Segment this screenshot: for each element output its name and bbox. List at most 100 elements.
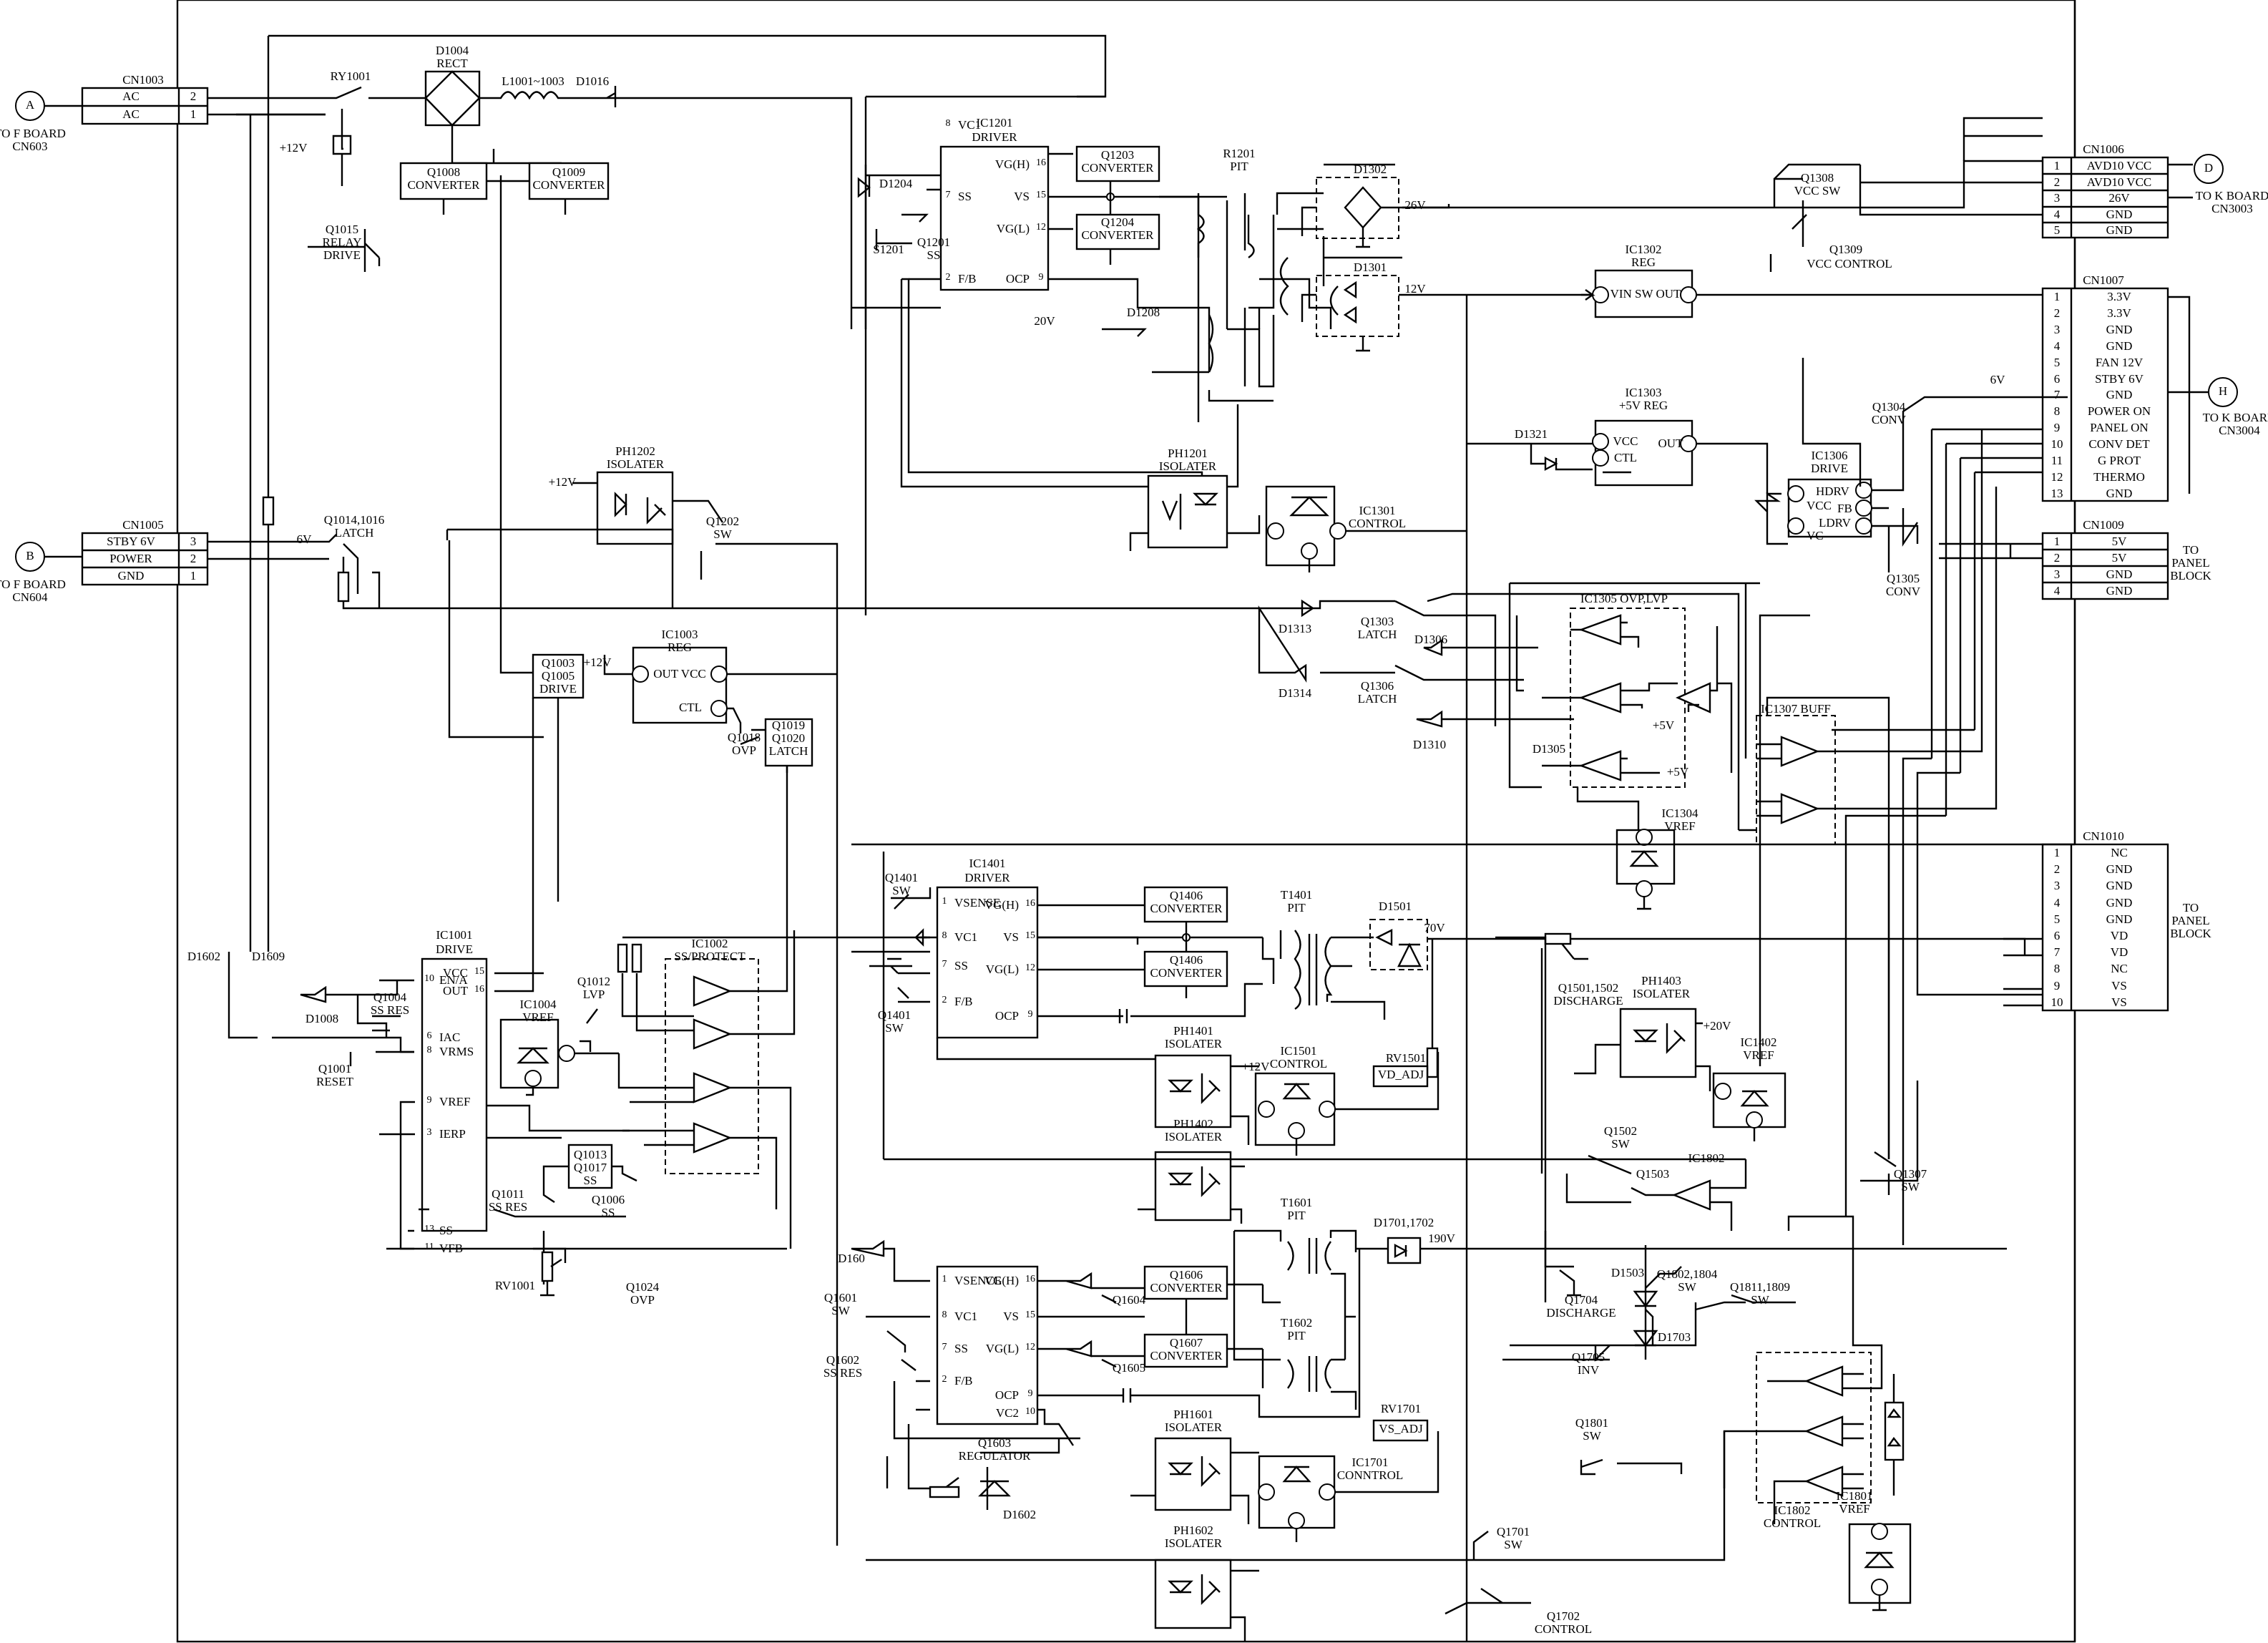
label-q1001-line: Q1001 [318, 1062, 352, 1076]
ic1601-pin-num: 15 [1025, 1310, 1035, 1320]
cn1009-row-a: 4 [2053, 584, 2061, 598]
cn1003-row-a: AC [122, 89, 140, 103]
label-q1006-line: SS [601, 1205, 615, 1219]
ic1201-sub: DRIVER [972, 130, 1017, 144]
cn1010-row-a: 6 [2053, 929, 2061, 942]
cn1006-ref: CN1006 [2083, 142, 2124, 156]
label-q1308-line: VCC SW [1794, 183, 1841, 198]
ic1001-pin-num: 11 [424, 1242, 434, 1252]
ic1401-ref: IC1401 [969, 857, 1006, 870]
ic1401-sub: DRIVER [964, 871, 1010, 884]
ac-input-section [177, 34, 1107, 952]
label-ph1202-line: PH1202 [615, 444, 655, 458]
label-q1705-line: INV [1577, 1362, 1600, 1377]
cn1009-dest-line: BLOCK [2170, 568, 2211, 582]
label-ic1002-line: IC1002 [691, 937, 728, 950]
ic1601-pin-num: 2 [942, 1374, 947, 1385]
connector-cn1006 [2041, 154, 2224, 239]
cn1005-dest-line: CN604 [12, 590, 48, 604]
cn1005-row-b: 3 [190, 535, 197, 548]
cn1003-dest-line: TO F BOARD [0, 127, 66, 140]
label-v20-ph: +20V [1703, 1019, 1731, 1033]
cn1007-row-a: 3 [2053, 322, 2061, 336]
ic1201-pin-name: VS [1014, 190, 1030, 203]
cn1006-row-b: AVD10 VCC [2086, 159, 2152, 172]
cn1010-row-b: GND [2106, 862, 2133, 877]
q1013-q1017-ss [487, 1104, 637, 1203]
interconnect-wires [882, 471, 2043, 1361]
cn1007-row-a: 4 [2053, 338, 2061, 353]
cn1007-row-a: 13 [2051, 486, 2063, 500]
ic1601-pin-name: VSENCE [954, 1274, 1002, 1287]
cn1007-row-a: 1 [2053, 290, 2061, 303]
label-d1701: D1701,1702 [1373, 1216, 1434, 1229]
ic1001-pin-name: VREF [439, 1095, 471, 1108]
ic1001-pin-name: IAC [439, 1030, 461, 1044]
cn1006-row-a: 2 [2053, 175, 2061, 189]
ic1401-pin-num: 2 [942, 995, 947, 1005]
label-q1802-line: Q1802,1804 [1656, 1267, 1718, 1281]
label-q1309: Q1309 [1829, 243, 1863, 256]
label-p5v-b: +5V [1666, 765, 1689, 779]
rv1001 [540, 1251, 562, 1297]
cn1010-row-a: 1 [2053, 846, 2061, 859]
label-ic1301-line: IC1301 [1359, 504, 1396, 517]
label-q1701-line: SW [1504, 1537, 1522, 1551]
label-d1306: D1306 [1414, 633, 1448, 646]
label-q1811-line: Q1811,1809 [1730, 1280, 1790, 1294]
label-q1011-line: SS RES [488, 1199, 528, 1214]
cn1010-row-b: GND [2106, 912, 2133, 926]
cn1007-row-b: STBY 6V [2095, 371, 2144, 386]
ic1307-buff [1739, 429, 1998, 1159]
cn1006-row-b: 26V [2108, 191, 2130, 205]
ic1001-pin-name: SS [439, 1224, 453, 1237]
ic1801-vref [1848, 1523, 1912, 1612]
ic1601-pin-num: 12 [1025, 1342, 1035, 1352]
label-ph1202-line: ISOLATER [606, 457, 665, 471]
label-q1401b-line: Q1401 [877, 1008, 911, 1022]
cn1009-row-b: 5V [2111, 535, 2127, 548]
label-t1602-line: PIT [1287, 1328, 1306, 1342]
label-q1401b-line: SW [885, 1020, 904, 1035]
cn1006-row-a: 3 [2053, 191, 2061, 205]
cn1009-row-b: GND [2106, 567, 2133, 581]
label-ic1801-line: IC1801 [1836, 1489, 1873, 1503]
label-rect-bridge-line: RECT [436, 56, 468, 70]
label-q1503: Q1503 [1636, 1167, 1670, 1181]
ic1401-pin-num: 7 [942, 959, 947, 970]
label-q1012-line: LVP [582, 987, 605, 1001]
label-d1602b: D1602 [1002, 1508, 1037, 1521]
q1502-q1503-ic1802 [1565, 844, 1919, 1231]
label-d1204: D1204 [879, 177, 913, 190]
label-q1701-line: Q1701 [1496, 1525, 1530, 1539]
label-d1008: D1008 [305, 1012, 339, 1025]
label-q1204-line: Q1204 [1100, 215, 1135, 229]
cn1007-row-a: 8 [2053, 404, 2061, 419]
label-ic1501-line: CONTROL [1269, 1056, 1328, 1071]
ic1201-pin-num: 9 [1038, 272, 1044, 283]
label-d1501: D1501 [1378, 899, 1412, 913]
label-ic1802b-line: CONTROL [1763, 1516, 1822, 1530]
label-q1406a-line: CONVERTER [1150, 901, 1223, 915]
cn1010-row-b: NC [2111, 846, 2128, 859]
label-ic1802b-line: IC1802 [1774, 1503, 1811, 1517]
label-q1011-line: Q1011 [492, 1187, 524, 1201]
pit-r1201 [1102, 163, 1402, 402]
label-d1302: D1302 [1353, 162, 1387, 176]
label-q1201-line: Q1201 [917, 235, 951, 249]
ic1601-driver [851, 1239, 1361, 1498]
